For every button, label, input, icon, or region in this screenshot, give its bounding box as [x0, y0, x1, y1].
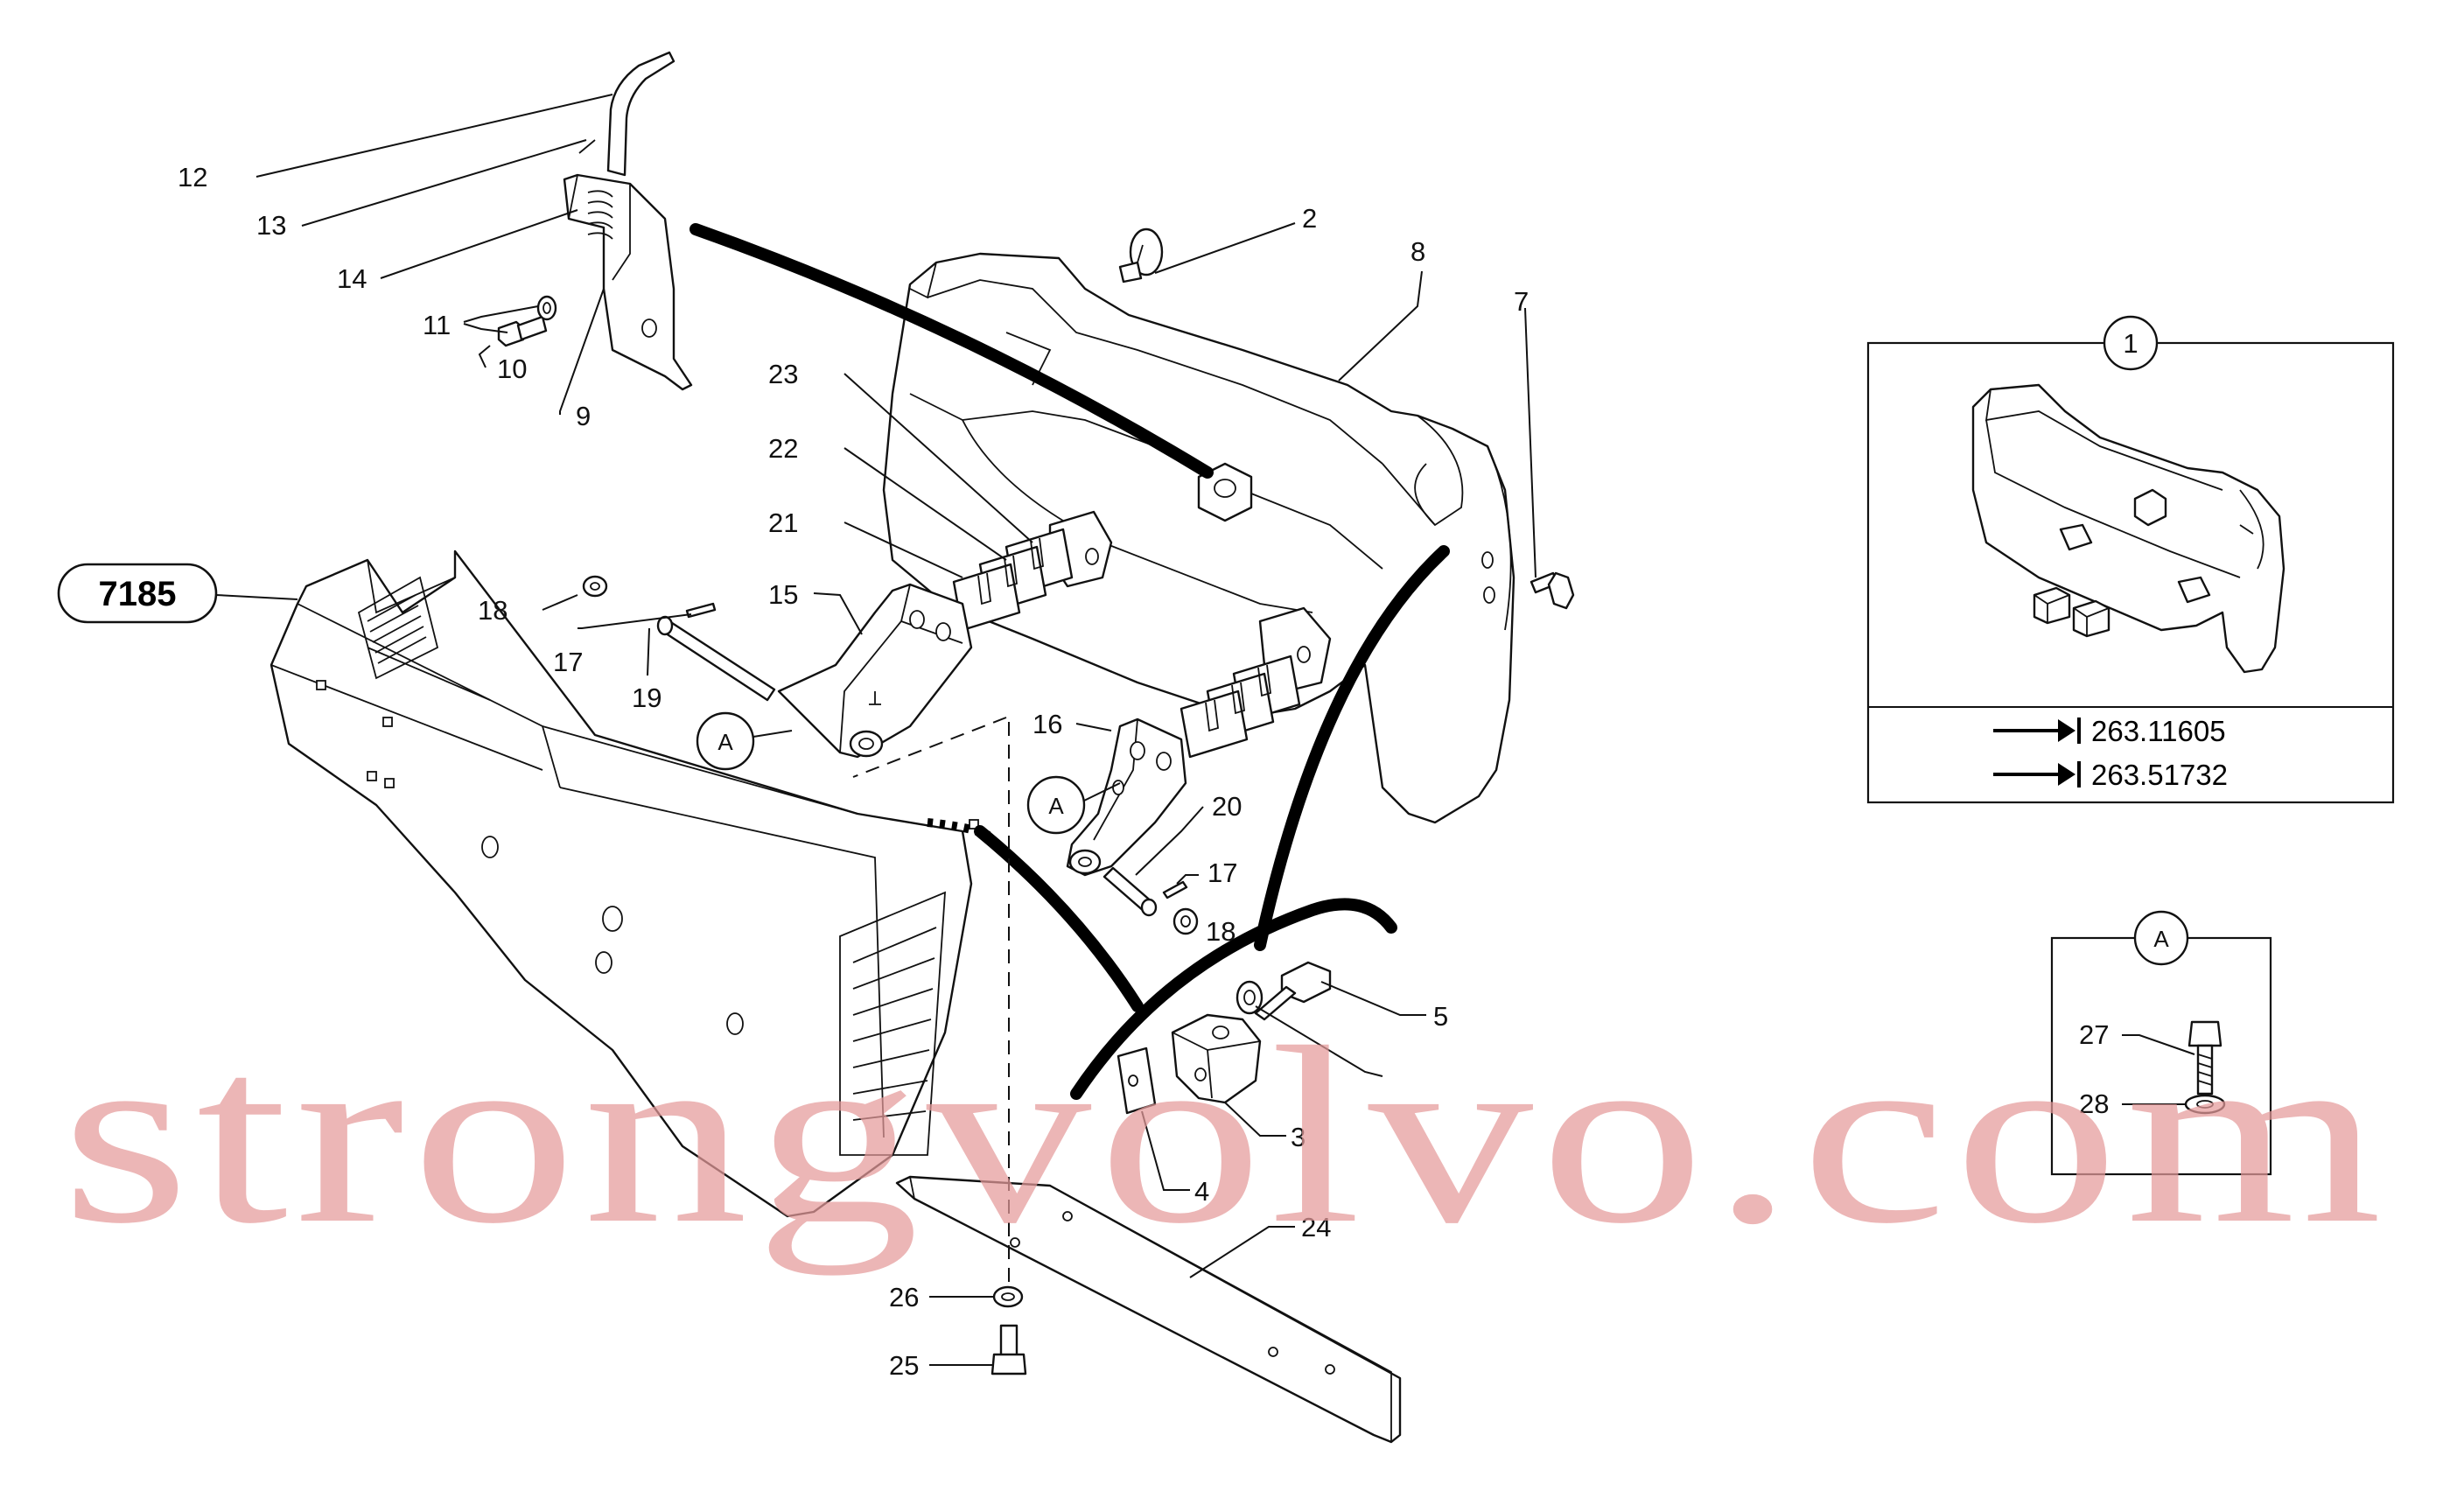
- frame-assembly: [270, 550, 979, 1218]
- bolt-8: [1118, 228, 1164, 284]
- label-9: 9: [576, 401, 591, 431]
- label-11: 11: [423, 310, 451, 340]
- hinge-bracket-15: [777, 583, 973, 759]
- washer-26: [992, 1285, 1024, 1308]
- label-3: 3: [1291, 1122, 1306, 1152]
- chain-line-arc: [1070, 898, 1397, 1100]
- pin-19: [656, 615, 776, 702]
- chain-line-right: [1254, 545, 1450, 951]
- label-12: 12: [178, 162, 207, 192]
- frame-grille-lower: [839, 891, 946, 1156]
- svg-text:263.11605: 263.11605: [2091, 715, 2226, 747]
- inset-1-badge: [2103, 315, 2159, 371]
- label-23: 23: [768, 359, 798, 389]
- pin-20: [1102, 866, 1158, 917]
- watermark-text: strongvolvo.com: [61, 995, 2389, 1276]
- label-28: 28: [2079, 1088, 2109, 1119]
- label-5: 5: [1433, 1001, 1448, 1032]
- shim-stack-right: [1180, 654, 1301, 759]
- label-16: 16: [1032, 709, 1062, 739]
- washer-6: [1236, 980, 1264, 1015]
- label-14: 14: [337, 263, 367, 294]
- inset-bolt-27: [2188, 1020, 2222, 1096]
- label-7: 7: [1514, 286, 1529, 317]
- washer-18-upper: [582, 575, 608, 598]
- bolt-7: [1530, 571, 1575, 610]
- svg-text:263.51732: 263.51732: [2091, 759, 2228, 791]
- label-10: 10: [497, 354, 527, 384]
- ref-marker-a-1: A: [696, 711, 793, 771]
- svg-text:1: 1: [2123, 328, 2138, 359]
- label-21: 21: [768, 508, 798, 538]
- label-18-lower: 18: [1206, 916, 1236, 947]
- label-27: 27: [2079, 1019, 2109, 1050]
- svg-text:A: A: [2153, 926, 2169, 952]
- inset-part-number-2: 263.51732: [1993, 759, 2228, 791]
- chain-line-lower: [974, 825, 1144, 1012]
- label-25: 25: [889, 1350, 919, 1381]
- label-24: 24: [1301, 1212, 1331, 1242]
- svg-text:A: A: [718, 729, 733, 755]
- assembly-dashed-line-2: [852, 717, 1007, 778]
- label-15: 15: [768, 579, 798, 610]
- hinge-bracket-16: [1066, 718, 1187, 877]
- svg-text:A: A: [1048, 793, 1064, 819]
- svg-text:7185: 7185: [99, 575, 177, 613]
- label-17-lower: 17: [1208, 858, 1237, 888]
- lift-rod-line: [690, 223, 1214, 479]
- bottom-plate-24: [895, 1175, 1402, 1444]
- label-8: 8: [1410, 236, 1425, 267]
- ref-marker-a-2: A: [1026, 775, 1121, 835]
- chain-line-dotted: [927, 818, 991, 840]
- shim-stack-left: [952, 528, 1074, 632]
- label-17-upper: 17: [553, 647, 583, 677]
- inset-a-badge: [2133, 910, 2189, 966]
- label-13: 13: [256, 210, 286, 241]
- label-26: 26: [889, 1282, 919, 1312]
- block-3: [1171, 1013, 1262, 1104]
- label-22: 22: [768, 433, 798, 464]
- washer-18-lower: [1172, 907, 1199, 935]
- label-18-upper: 18: [478, 595, 508, 626]
- inset-counterweight: [1971, 383, 2286, 674]
- label-2: 2: [1302, 203, 1317, 234]
- lift-handle-assembly: [497, 51, 693, 391]
- group-callout-7185: 7185: [57, 563, 218, 624]
- part-labels: 2 3 4 5 7 8 9 10 11 12 13 14 15 16 17 17…: [178, 162, 1529, 1381]
- inset-panel-1: 1 263.11605 263.51732: [1866, 315, 2395, 804]
- leader-lines: [215, 94, 1536, 1366]
- plate-4: [1116, 1046, 1157, 1115]
- label-4: 4: [1194, 1176, 1209, 1207]
- inset-panel-a: A 27 28: [2050, 910, 2272, 1176]
- frame-grille-upper: [357, 576, 439, 680]
- label-19: 19: [632, 682, 662, 713]
- inset-part-number-1: 263.11605: [1993, 715, 2226, 747]
- spring-pin-17-lower: [1162, 880, 1188, 900]
- bolt-25: [990, 1324, 1027, 1376]
- label-20: 20: [1212, 791, 1242, 822]
